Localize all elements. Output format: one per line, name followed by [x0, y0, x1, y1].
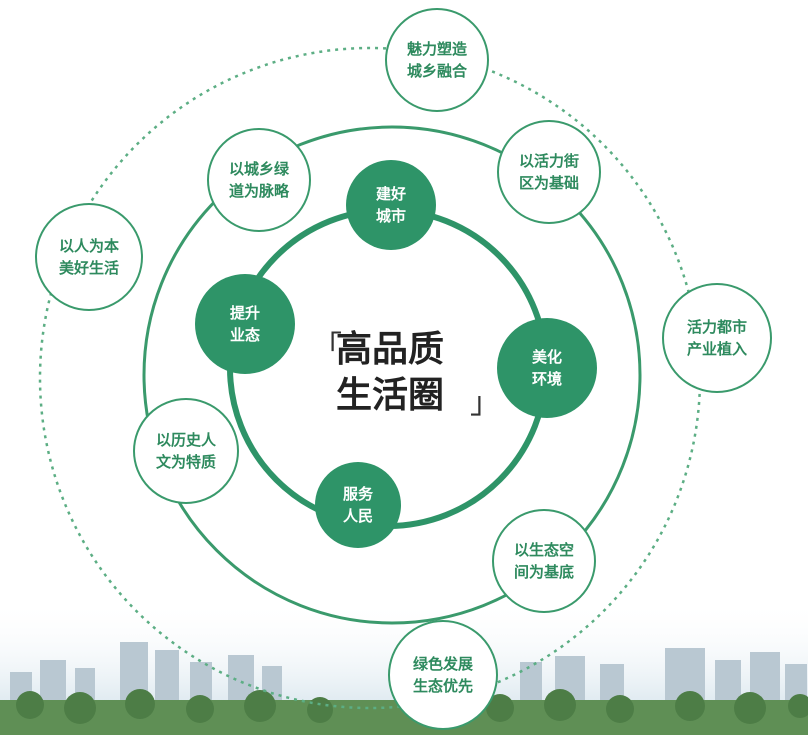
- outer-node-urban-industry: 活力都市 产业植入: [662, 283, 772, 393]
- outer-node-history-culture: 以历史人 文为特质: [133, 398, 239, 504]
- center-title-line2: 生活圈: [336, 375, 445, 416]
- outer-node-greenway: 以城乡绿 道为脉略: [207, 128, 311, 232]
- inner-node-serve-people: 服务 人民: [315, 462, 401, 548]
- inner-node-build-city: 建好 城市: [346, 160, 436, 250]
- middle-ring: [142, 125, 642, 625]
- outer-node-green-development: 绿色发展 生态优先: [388, 620, 498, 730]
- bracket-open: 「: [312, 330, 342, 365]
- inner-node-upgrade-business: 提升 业态: [195, 274, 295, 374]
- bracket-close: 」: [470, 386, 500, 421]
- outer-node-charm-urban-rural: 魅力塑造 城乡融合: [385, 8, 489, 112]
- center-title: 「 高品质 生活圈 」: [312, 327, 508, 421]
- center-title-line1: 高品质: [336, 329, 445, 370]
- inner-node-beautify-environment: 美化 环境: [497, 318, 597, 418]
- outer-node-ecological-space: 以生态空 间为基底: [492, 509, 596, 613]
- outer-node-people-first: 以人为本 美好生活: [35, 203, 143, 311]
- outer-node-vibrant-blocks: 以活力街 区为基础: [497, 120, 601, 224]
